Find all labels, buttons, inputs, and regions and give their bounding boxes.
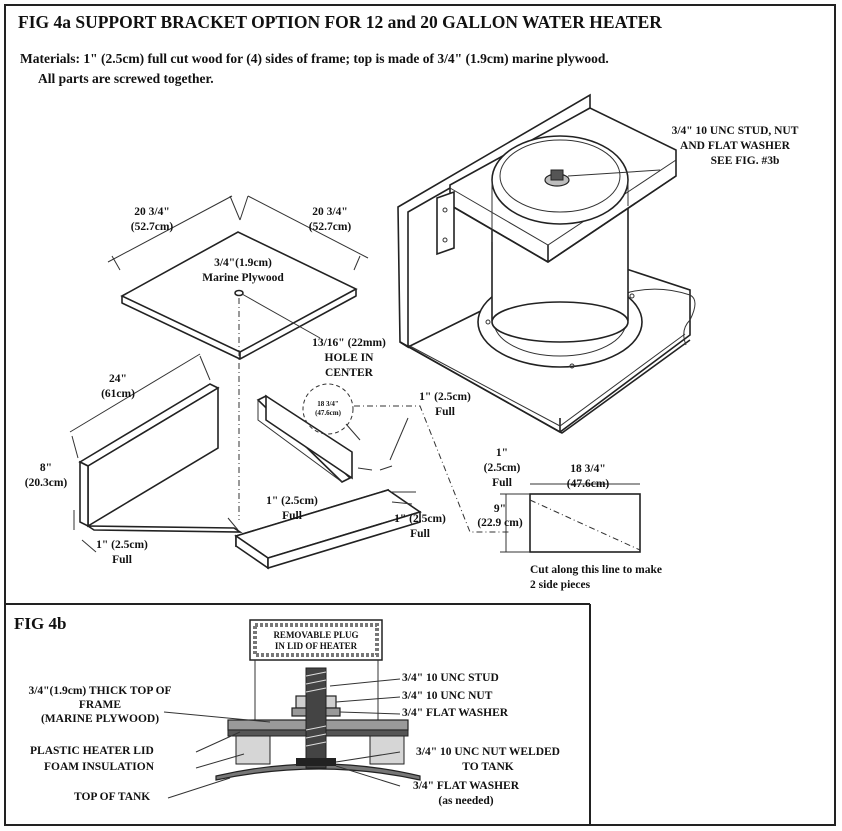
cut-reference-line xyxy=(354,405,510,533)
fig4b-title: FIG 4b xyxy=(14,614,67,633)
top-dim-left: 20 3/4"(52.7cm) xyxy=(130,206,174,233)
figure-border xyxy=(4,4,836,826)
exploded-frame-sides xyxy=(69,353,422,570)
fig4b-cross-section xyxy=(163,619,421,799)
full-top-right: 1" (2.5cm)Full xyxy=(419,391,471,418)
plywood-label: 3/4"(1.9cm)Marine Plywood xyxy=(202,257,284,284)
full-bottom-left: 1" (2.5cm)Full xyxy=(96,539,148,566)
washer-label: 3/4" FLAT WASHER xyxy=(402,707,509,719)
side-thickness: 1"(2.5cm)Full xyxy=(483,447,521,489)
nut-label: 3/4" 10 UNC NUT xyxy=(402,690,493,702)
detail-circle xyxy=(302,383,354,435)
full-mid: 1" (2.5cm)Full xyxy=(266,495,318,522)
fig4a-title: FIG 4a SUPPORT BRACKET OPTION FOR 12 and… xyxy=(18,12,662,32)
side-height: 9"(22.9 cm) xyxy=(477,503,523,529)
materials-line-2: All parts are screwed together. xyxy=(38,71,214,86)
side-cut-piece xyxy=(500,483,641,553)
exploded-top-plate xyxy=(107,195,369,520)
stud-label: 3/4" 10 UNC STUD xyxy=(402,672,499,684)
washer-needed-label: 3/4" FLAT WASHER(as needed) xyxy=(412,780,520,807)
foam-insulation-label: FOAM INSULATION xyxy=(44,761,155,773)
height-8: 8"(20.3cm) xyxy=(24,462,68,489)
plastic-lid-label: PLASTIC HEATER LID xyxy=(30,745,154,757)
detail-circle-label: 18 3/4"(47.6cm) xyxy=(315,400,341,417)
full-right-lower: 1" (2.5cm)Full xyxy=(394,513,446,540)
tank-top-label: TOP OF TANK xyxy=(74,791,151,803)
assembled-bracket-drawing xyxy=(397,93,696,434)
materials-line-1: Materials: 1" (2.5cm) full cut wood for … xyxy=(20,51,609,66)
side-width: 18 3/4"(47.6cm) xyxy=(566,463,610,490)
top-dim-right: 20 3/4"(52.7cm) xyxy=(308,206,352,233)
length-24: 24"(61cm) xyxy=(101,373,135,400)
